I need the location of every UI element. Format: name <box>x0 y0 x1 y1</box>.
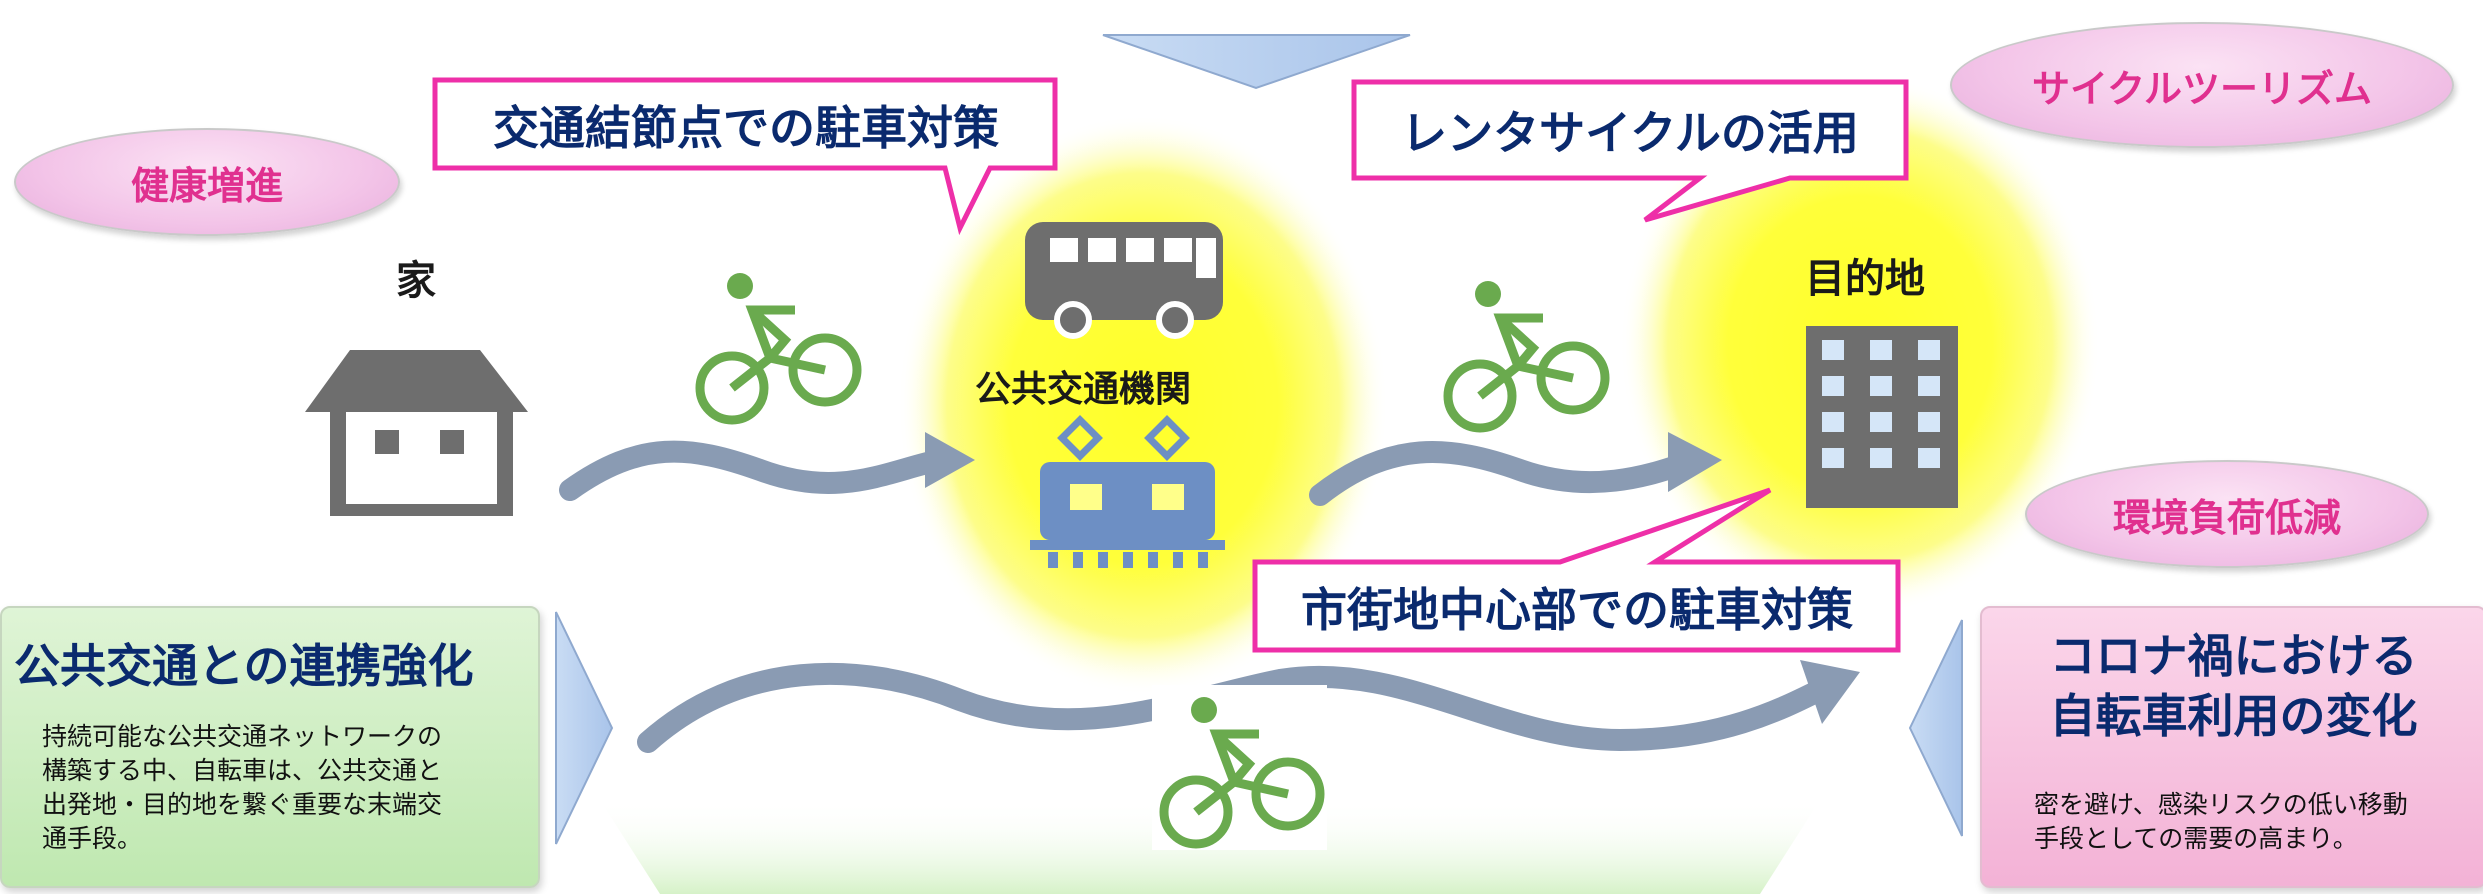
panel-public-transport-link: 公共交通との連携強化 持続可能な公共交通ネットワークの 構築する中、自転車は、公… <box>0 606 540 888</box>
badge-health-label: 健康増進 <box>130 163 283 208</box>
panel-right-title-line: 自転車利用の変化 <box>2049 689 2418 743</box>
panel-left-line: 通手段。 <box>42 824 143 853</box>
badge-cycle-tourism-label: サイクルツーリズム <box>2031 66 2373 111</box>
callout-downtown-parking-text: 市街地中心部での駐車対策 <box>1301 583 1853 637</box>
panel-covid-change: コロナ禍における 自転車利用の変化 密を避け、感染リスクの低い移動 手段としての… <box>1980 606 2483 888</box>
arrow-transport-to-destination <box>1309 432 1722 506</box>
badge-environment: 環境負荷低減 <box>2025 460 2429 568</box>
panel-left-line: 構築する中、自転車は、公共交通と <box>42 756 443 785</box>
left-triangle <box>555 611 614 845</box>
callout-node-parking: 交通結節点での駐車対策 <box>442 86 1050 164</box>
label-public-transport: 公共交通機関 <box>975 369 1192 410</box>
callout-downtown-parking: 市街地中心部での駐車対策 <box>1262 568 1892 646</box>
panel-left-line: 出発地・目的地を繋ぐ重要な末端交 <box>42 790 443 819</box>
right-triangle <box>1908 619 1963 837</box>
top-triangle <box>1102 34 1411 90</box>
label-destination: 目的地 <box>1805 256 1925 302</box>
callout-rental-cycle-text: レンタサイクルの活用 <box>1401 106 1859 160</box>
badge-health: 健康増進 <box>14 128 400 236</box>
bus-icon <box>1025 222 1223 339</box>
panel-right-line: 密を避け、感染リスクの低い移動 <box>2034 790 2408 819</box>
panel-left-title: 公共交通との連携強化 <box>14 639 474 693</box>
panel-right-title: コロナ禍における 自転車利用の変化 <box>1982 626 2483 746</box>
callout-rental-cycle: レンタサイクルの活用 <box>1360 88 1900 172</box>
panel-left-body: 持続可能な公共交通ネットワークの 構築する中、自転車は、公共交通と 出発地・目的… <box>42 720 442 856</box>
callout-shape-rental-cycle <box>1351 79 1909 223</box>
badge-cycle-tourism: サイクルツーリズム <box>1950 22 2454 148</box>
arrow-home-to-transport <box>559 432 975 501</box>
label-home: 家 <box>396 258 436 304</box>
cyclist-icon <box>1443 281 1610 433</box>
panel-left-line: 持続可能な公共交通ネットワークの <box>42 722 443 751</box>
badge-environment-label: 環境負荷低減 <box>2112 495 2341 540</box>
arrow-home-to-destination <box>637 660 1860 753</box>
callout-shape-node-parking <box>432 77 1058 236</box>
cyclist-icon <box>695 273 862 425</box>
cyclist-icon <box>1152 685 1327 850</box>
callout-shape-downtown-parking <box>1252 487 1901 653</box>
building-icon <box>1806 326 1958 508</box>
callout-node-parking-text: 交通結節点での駐車対策 <box>493 101 999 155</box>
glow-public-transport <box>898 115 1388 695</box>
panel-right-title-line: コロナ禍における <box>2049 629 2418 683</box>
train-icon <box>1030 415 1225 568</box>
panel-right-body: 密を避け、感染リスクの低い移動 手段としての需要の高まり。 <box>2034 788 2408 856</box>
house-icon <box>305 350 528 516</box>
panel-right-line: 手段としての需要の高まり。 <box>2034 824 2358 853</box>
